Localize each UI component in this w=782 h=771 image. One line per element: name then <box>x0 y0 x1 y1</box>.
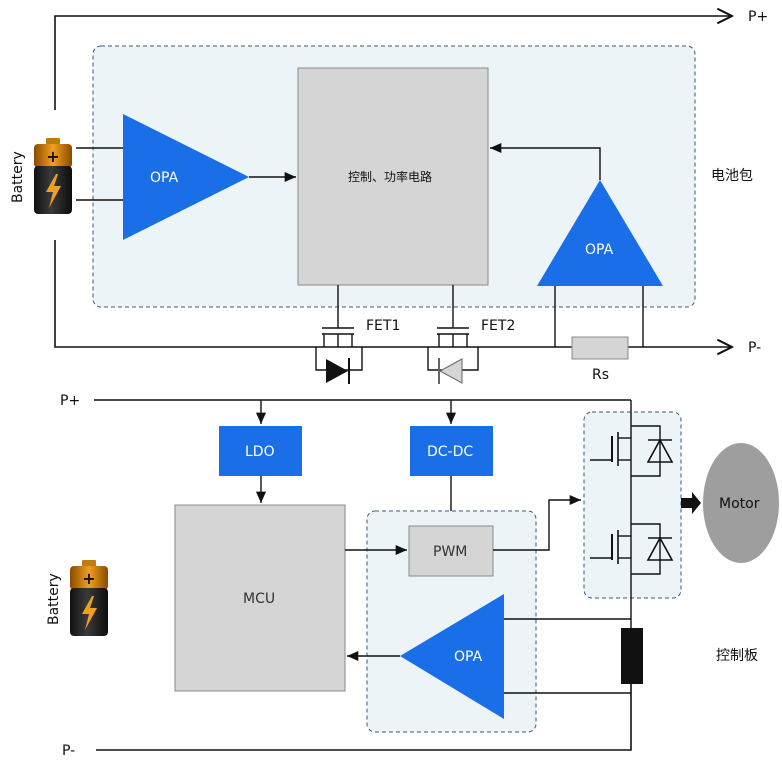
mosfet-low-diode-icon <box>646 536 674 561</box>
ldo-block <box>219 426 302 476</box>
fet1-transistor <box>315 327 363 384</box>
mcu-label: MCU <box>243 591 275 607</box>
control-board-section: P+ P- + Battery LDO DC-DC MCU <box>46 393 779 759</box>
mosfet-high-side <box>590 425 674 477</box>
opa-bottom-label: OPA <box>454 649 483 665</box>
pwm-block <box>408 525 494 577</box>
control-power-circuit-block <box>297 67 489 286</box>
control-board-label: 控制板 <box>716 648 758 664</box>
motor <box>703 443 779 563</box>
mosfet-high-diode-icon <box>646 438 674 463</box>
control-power-circuit-label: 控制、功率电路 <box>348 169 432 184</box>
motor-label: Motor <box>719 496 760 512</box>
shunt-resistor <box>571 336 629 360</box>
opa-left-triangle <box>123 114 249 240</box>
dcdc-label: DC-DC <box>427 444 473 460</box>
p-plus-label-top: P+ <box>748 9 768 25</box>
fet1-body-diode-icon <box>326 359 348 383</box>
wire-opa-right-feedback <box>490 142 601 180</box>
opa-right-triangle <box>537 180 663 286</box>
svg-text:+: + <box>82 569 95 588</box>
p-minus-rail-bottom <box>96 683 632 751</box>
battery-label-top: Battery <box>10 151 26 203</box>
battery-icon: + <box>70 560 108 636</box>
battery-icon: + <box>34 138 72 214</box>
shunt-resistor-label: Rs <box>592 367 609 383</box>
mcu-block <box>174 504 346 692</box>
pwm-label: PWM <box>433 544 467 560</box>
current-shunt <box>621 628 643 684</box>
wire-pwm-driver <box>493 494 581 551</box>
ldo-label: LDO <box>245 444 275 460</box>
svg-text:+: + <box>46 147 59 166</box>
p-minus-label-top: P- <box>748 340 761 356</box>
opa-right-label: OPA <box>585 242 614 258</box>
p-plus-label-bottom: P+ <box>60 393 80 409</box>
fet2-body-diode-icon <box>438 358 463 384</box>
p-plus-rail-top <box>54 16 732 110</box>
motor-drive-arrow-icon <box>681 492 701 514</box>
dcdc-block <box>410 426 493 476</box>
opa-left-label: OPA <box>150 170 179 186</box>
p-minus-rail-top <box>54 240 732 347</box>
p-minus-label-bottom: P- <box>62 743 75 759</box>
mosfet-low-side <box>590 523 674 575</box>
fet2-transistor <box>427 327 479 384</box>
fet1-label: FET1 <box>366 318 400 334</box>
battery-pack-label: 电池包 <box>711 168 753 184</box>
fet2-label: FET2 <box>481 318 515 334</box>
battery-pack-section: P+ P- + Battery OPA 控制、功率电路 OPA <box>10 9 768 384</box>
opa-bottom-triangle <box>400 594 504 719</box>
battery-label-bottom: Battery <box>46 573 62 625</box>
